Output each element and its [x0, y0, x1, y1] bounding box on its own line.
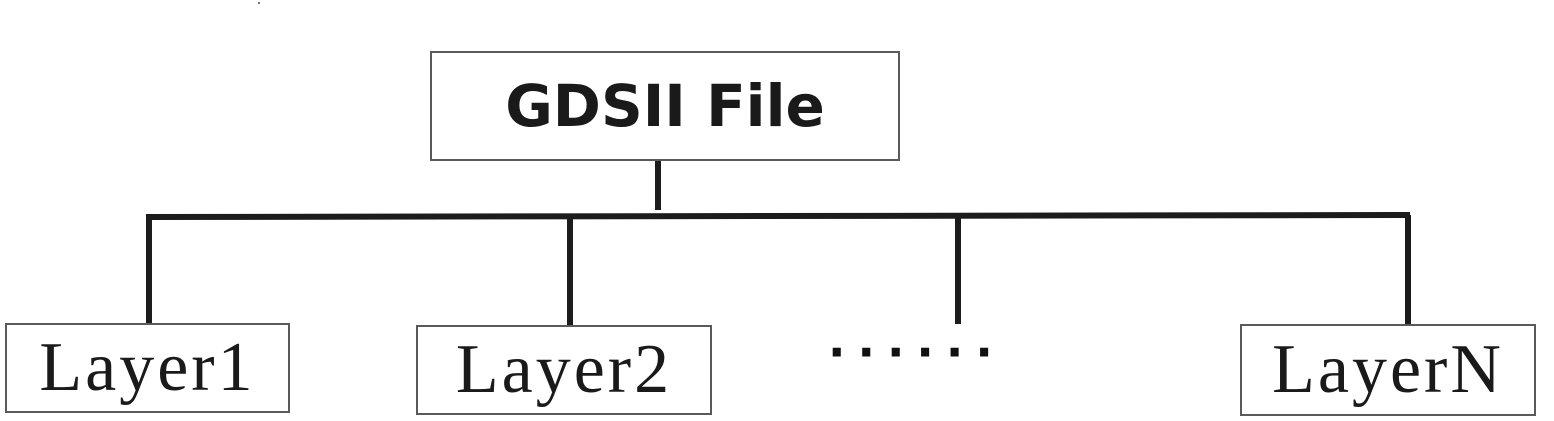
layer2-node: Layer2	[416, 325, 712, 415]
layer1-label: Layer1	[39, 329, 256, 406]
layer1-node: Layer1	[5, 323, 290, 413]
layer2-label: Layer2	[455, 331, 673, 408]
scan-speck	[258, 2, 260, 4]
horizontal-bus-line	[145, 212, 1411, 220]
ellipsis-dots: ······	[828, 325, 1005, 379]
gdsii-file-node: GDSII File	[430, 51, 900, 161]
gdsii-file-label: GDSII File	[505, 72, 825, 140]
layern-node: LayerN	[1240, 324, 1536, 416]
layern-label: LayerN	[1272, 331, 1504, 408]
